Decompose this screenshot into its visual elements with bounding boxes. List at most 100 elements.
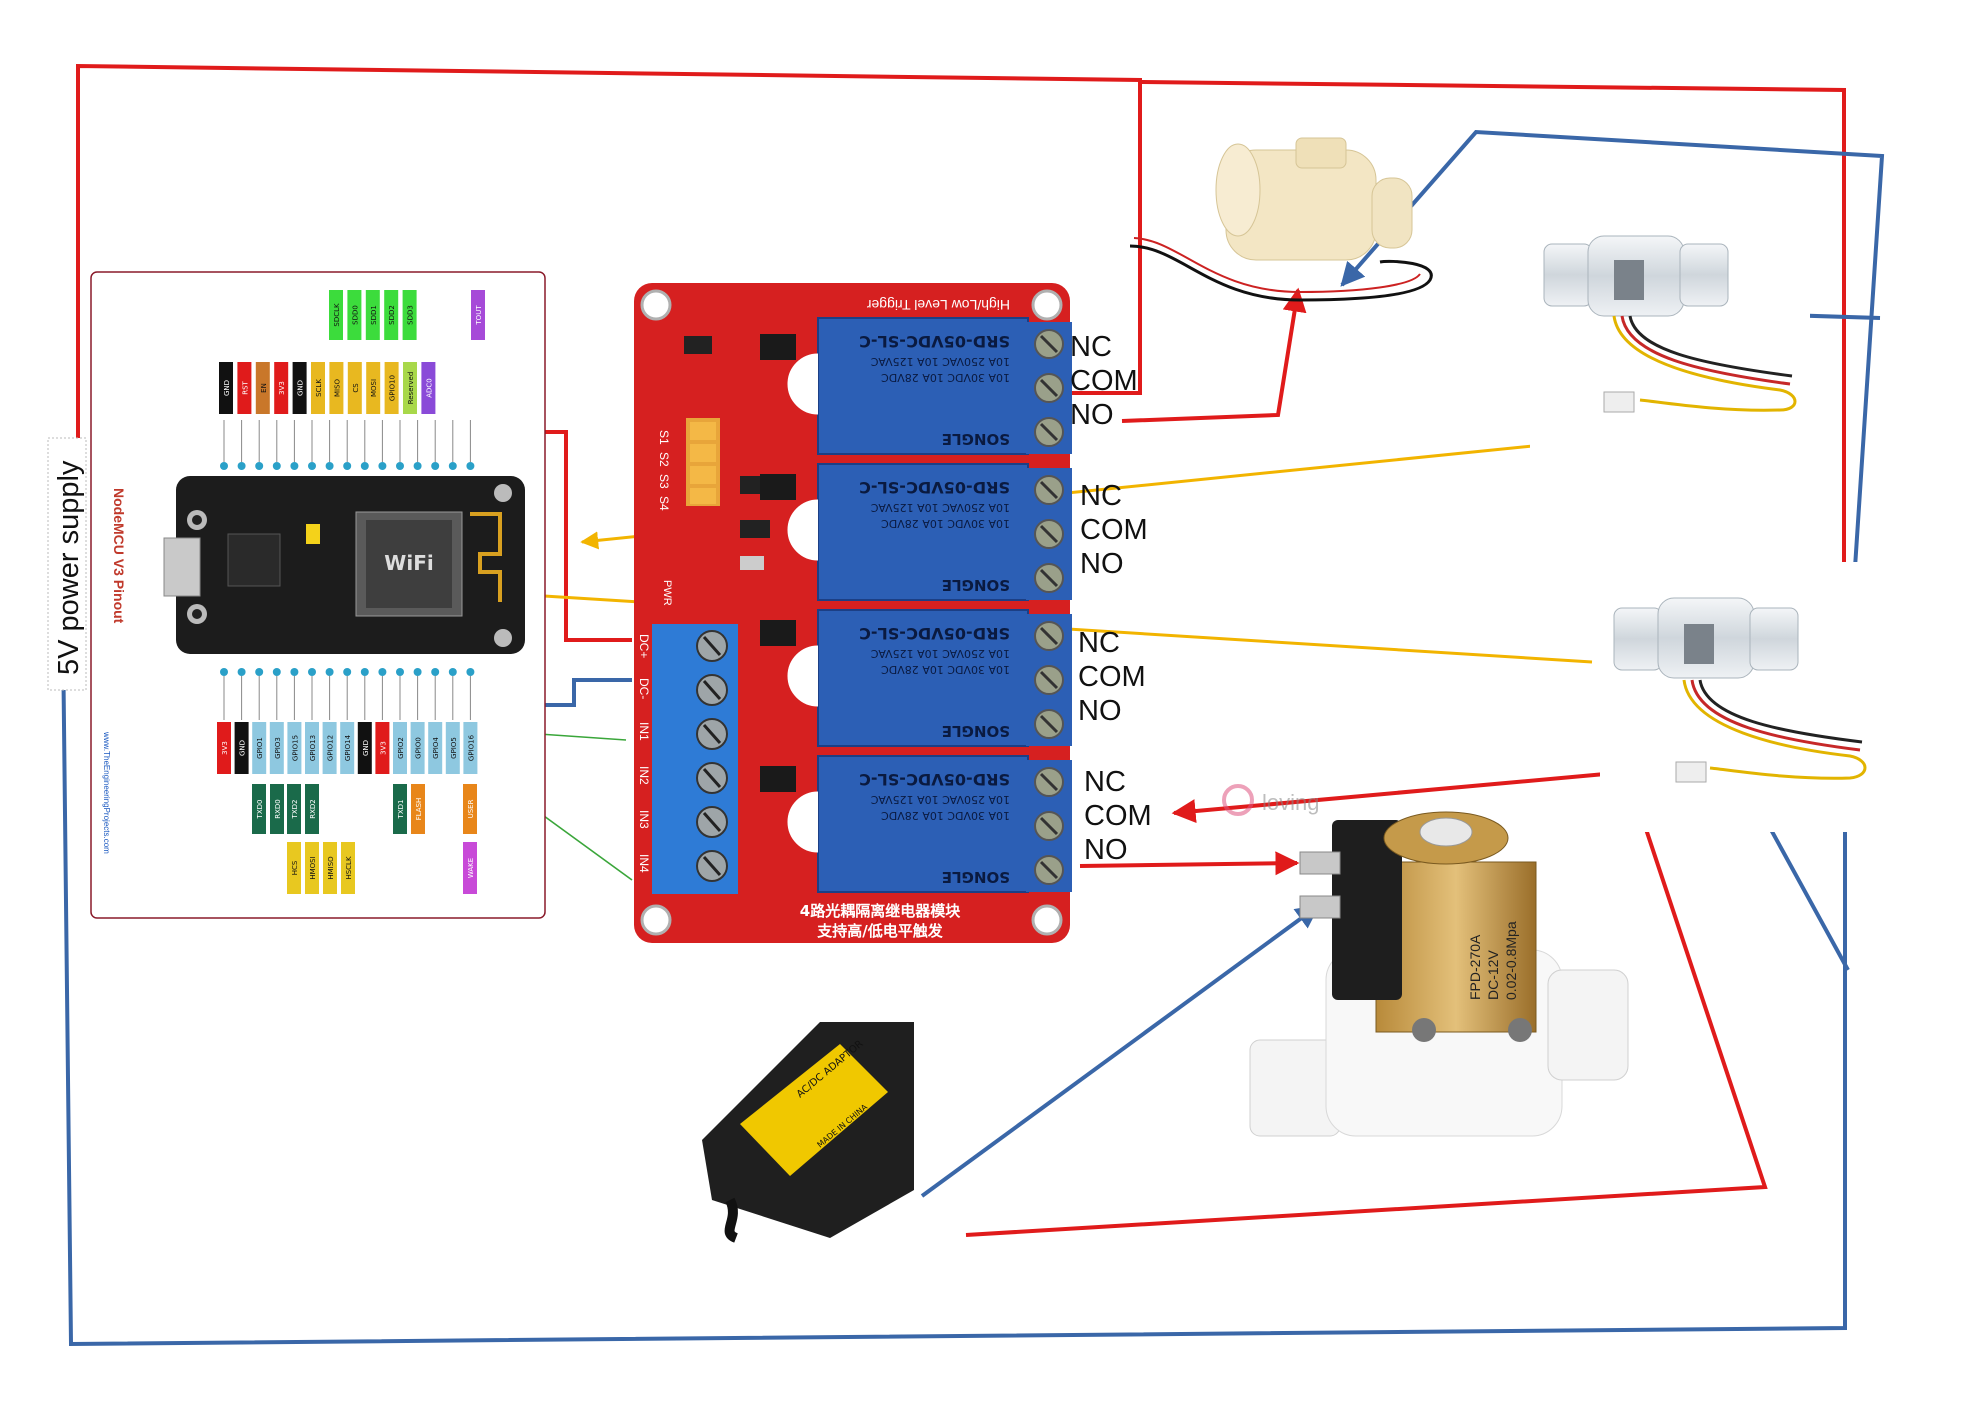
bottom-pin-label: GPIO13 xyxy=(309,735,317,761)
top-function-swatch xyxy=(347,290,362,340)
bottom-pin-swatch xyxy=(340,722,355,774)
bottom-function-swatch xyxy=(252,784,266,834)
pin-dot xyxy=(255,668,264,676)
top-pin-label: MOSI xyxy=(370,379,378,397)
top-pin-label: 3V3 xyxy=(278,381,286,395)
top-function-label: SDD0 xyxy=(351,305,359,325)
bottom-pin-swatch xyxy=(463,722,478,774)
bottom-function-swatch xyxy=(463,784,477,834)
pin-dot xyxy=(448,668,457,676)
watermark-text: loving xyxy=(1262,790,1319,815)
pin-dot xyxy=(272,462,281,470)
pin-dot xyxy=(272,668,281,676)
bottom-pin-swatch xyxy=(234,722,249,774)
bottom-function-label: RXD2 xyxy=(309,799,317,819)
valve-voltage: DC-12V xyxy=(1485,950,1501,1000)
pin-dot xyxy=(255,462,264,470)
bottom-pin-swatch xyxy=(287,722,302,774)
relays: SRD-05VDC-SL-C 10A 250VAC 10A 125VAC 10A 3… xyxy=(787,317,1029,893)
bottom-function-label: RXD0 xyxy=(274,799,282,819)
bottom-pin-swatch xyxy=(252,722,267,774)
pin-dot xyxy=(360,462,369,470)
relay-rating-2: 10A 30VDC 10A 28VDC xyxy=(881,809,1010,822)
relay-brand: SONGLE xyxy=(942,430,1010,448)
top-pin-label: GND xyxy=(297,380,305,396)
bottom-pin-label: GPIO5 xyxy=(450,737,458,759)
relay-rating-2: 10A 30VDC 10A 28VDC xyxy=(881,371,1010,384)
relay-brand: SONGLE xyxy=(942,868,1010,886)
pin-dot xyxy=(220,462,228,470)
top-pin-swatch xyxy=(219,362,233,414)
contact-com-1: COM xyxy=(1070,365,1138,397)
pin-dot xyxy=(466,668,475,676)
pin-dot xyxy=(448,462,457,470)
power-adapter: AC/DC ADAPTOR MADE IN CHINA xyxy=(700,1022,914,1243)
pin-dot xyxy=(343,668,352,676)
relay-rating-1: 10A 250VAC 10A 125VAC xyxy=(870,355,1010,368)
relay-pwr-label: PWR xyxy=(661,580,673,606)
contact-nc-1: NC xyxy=(1070,331,1112,363)
valve-pressure: 0.02-0.8Mpa xyxy=(1503,921,1519,1000)
power-supply-label: 5V power supply xyxy=(47,437,87,691)
top-pin-label: ADC0 xyxy=(425,378,433,398)
top-function-label: SDD1 xyxy=(370,305,378,325)
bottom-pin-label: GPIO15 xyxy=(291,735,299,761)
relay-model: SRD-05VDC-SL-C xyxy=(859,770,1010,789)
pin-dot xyxy=(220,668,228,676)
bottom-pin-label: GPIO14 xyxy=(344,734,352,761)
bottom-function-label: TXD1 xyxy=(397,800,405,820)
pin-dot xyxy=(290,462,299,470)
bottom-function2-swatch xyxy=(287,842,301,894)
top-function-label: SDD2 xyxy=(388,305,396,325)
input-terminal-label: IN4 xyxy=(637,854,651,873)
bottom-function-label: FLASH xyxy=(415,798,423,821)
jumper-label: S2 xyxy=(657,452,671,467)
bottom-function-label: USER xyxy=(467,799,475,818)
top-pin-swatch xyxy=(403,362,417,414)
top-pin-label: Reserved xyxy=(407,372,415,405)
bottom-function2-swatch xyxy=(305,842,319,894)
power-supply-text: 5V power supply xyxy=(53,460,85,675)
bottom-pin-label: 3V3 xyxy=(379,741,387,755)
bottom-pin-label: GPIO2 xyxy=(397,737,405,759)
bottom-function-swatch xyxy=(287,784,301,834)
bottom-function-label: TXD2 xyxy=(291,800,299,820)
pin-dot xyxy=(343,462,352,470)
pin-dot xyxy=(237,668,246,676)
red-wire-solenoid xyxy=(965,769,1768,1237)
top-pin-label: CS xyxy=(352,383,360,393)
bottom-pin-label: GPIO12 xyxy=(327,735,335,761)
relay-rating-1: 10A 250VAC 10A 125VAC xyxy=(870,647,1010,660)
top-special-swatch xyxy=(471,290,485,340)
pin-dot xyxy=(396,668,404,676)
top-pin-swatch xyxy=(255,362,270,414)
bottom-pin-swatch xyxy=(269,722,284,774)
top-function-swatch xyxy=(365,290,380,340)
top-pin-label: GPIO10 xyxy=(389,375,397,401)
bottom-function2-label: HMISO xyxy=(327,856,335,880)
input-terminal-label: DC- xyxy=(637,678,651,699)
bottom-pin-swatch xyxy=(445,722,460,774)
top-special-label: TOUT xyxy=(475,305,483,326)
pin-header-top xyxy=(220,420,475,470)
red-wire-no-pump xyxy=(1121,287,1307,423)
bottom-pin-swatch xyxy=(410,722,425,774)
contact-no-1: NO xyxy=(1070,399,1114,431)
top-pin-label: GND xyxy=(223,380,231,396)
top-function-swatch xyxy=(402,290,417,340)
top-function-label: SDD3 xyxy=(407,305,415,325)
input-terminal-label: IN3 xyxy=(637,810,651,829)
jumper-label: S4 xyxy=(657,496,671,511)
contact-no-2: NO xyxy=(1080,548,1124,580)
bottom-pin-label: GPIO1 xyxy=(256,737,264,759)
bottom-function2-label: WAKE xyxy=(467,858,475,878)
bottom-function-label: TXD0 xyxy=(256,800,264,820)
bottom-pin-label: GPIO16 xyxy=(467,734,475,761)
bottom-pin-label: GND xyxy=(362,740,370,756)
jumpers xyxy=(686,418,720,506)
pin-dot xyxy=(237,462,246,470)
pin-dot xyxy=(431,462,440,470)
